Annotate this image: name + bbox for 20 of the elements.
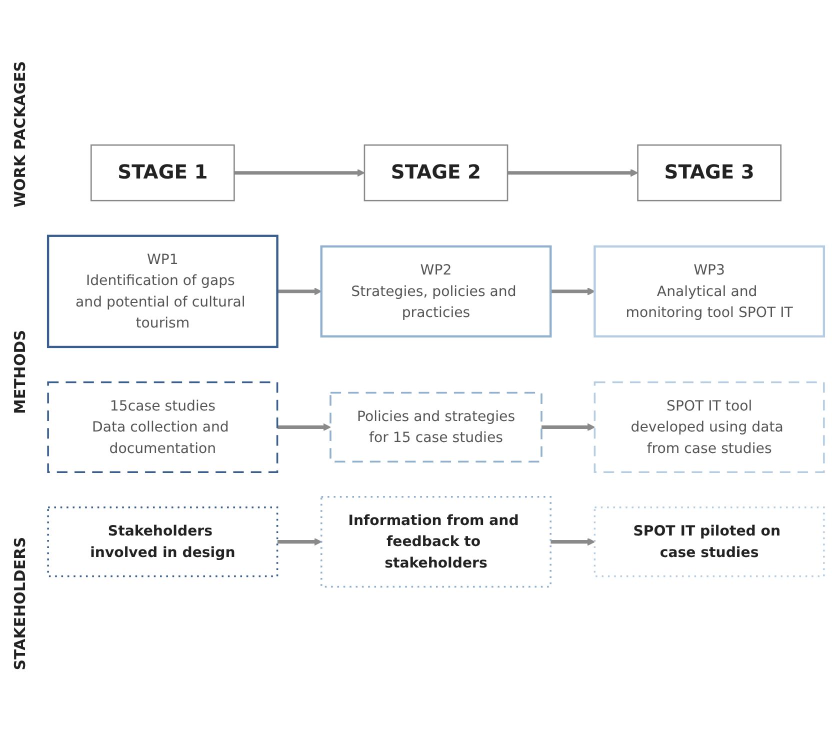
arrow [277, 538, 322, 546]
node-box: STAGE 2 [364, 144, 508, 201]
arrow [277, 422, 331, 431]
row-label: STAKEHOLDERS [11, 536, 29, 670]
row-label: WORK PACKAGES [11, 61, 29, 208]
arrow [508, 168, 638, 176]
arrow [550, 538, 596, 546]
row-label: METHODS [11, 330, 29, 414]
node-box: SPOT IT tool developed using data from case studies [594, 380, 825, 473]
arrow [550, 287, 596, 295]
node-box: WP3 Analytical and monitoring tool SPOT IT [594, 244, 826, 338]
node-box: 15case studies Data collection and documentation [47, 380, 278, 473]
arrow [234, 168, 365, 176]
node-box: Policies and strategies for 15 case studies [330, 392, 542, 462]
node-box: STAGE 3 [637, 144, 782, 201]
arrow [542, 422, 596, 431]
arrow [277, 287, 322, 295]
node-box: STAGE 1 [90, 144, 235, 201]
node-box: WP1 Identification of gaps and potential of cultural tourism [46, 234, 278, 348]
node-box: WP2 Strategies, policies and practicies [320, 244, 552, 338]
